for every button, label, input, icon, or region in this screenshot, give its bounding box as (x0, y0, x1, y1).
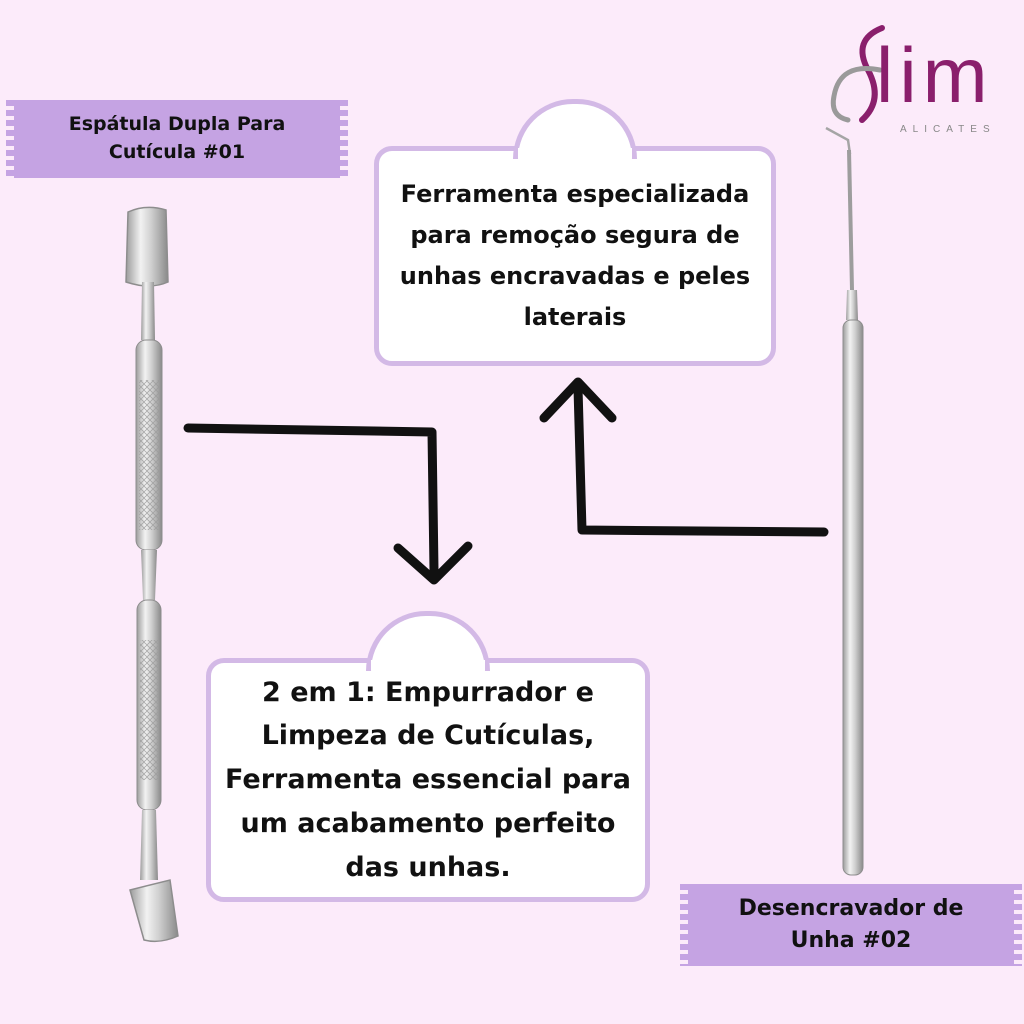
description-bubble-top: Ferramenta especializada para remoção se… (374, 99, 776, 366)
bubble-top-text: Ferramenta especializada para remoção se… (399, 180, 751, 331)
s-swoosh-logo-icon (830, 25, 885, 123)
logo-subtitle: ALICATES (900, 124, 996, 135)
double-cuticle-spatula-icon (125, 206, 179, 943)
bubble-bottom-text: 2 em 1: Empurrador e Limpeza de Cutícula… (225, 676, 631, 883)
bubble-tab-cover (371, 660, 485, 670)
logo-text: lim (876, 31, 994, 119)
ingrown-nail-tool-icon (825, 126, 864, 876)
product-02-label-text: Desencravador de Unha #02 (738, 896, 964, 953)
product-01-label: Espátula Dupla Para Cutícula #01 (6, 100, 348, 178)
product-02-label: Desencravador de Unha #02 (680, 884, 1022, 966)
description-bubble-bottom: 2 em 1: Empurrador e Limpeza de Cutícula… (206, 611, 650, 902)
bubble-tab-cover (518, 148, 632, 158)
arrow-to-bottom-bubble (183, 423, 473, 585)
arrow-to-top-bubble (539, 377, 829, 537)
brand-logo: lim ALICATES (826, 12, 1022, 140)
product-01-label-text: Espátula Dupla Para Cutícula #01 (68, 113, 286, 163)
